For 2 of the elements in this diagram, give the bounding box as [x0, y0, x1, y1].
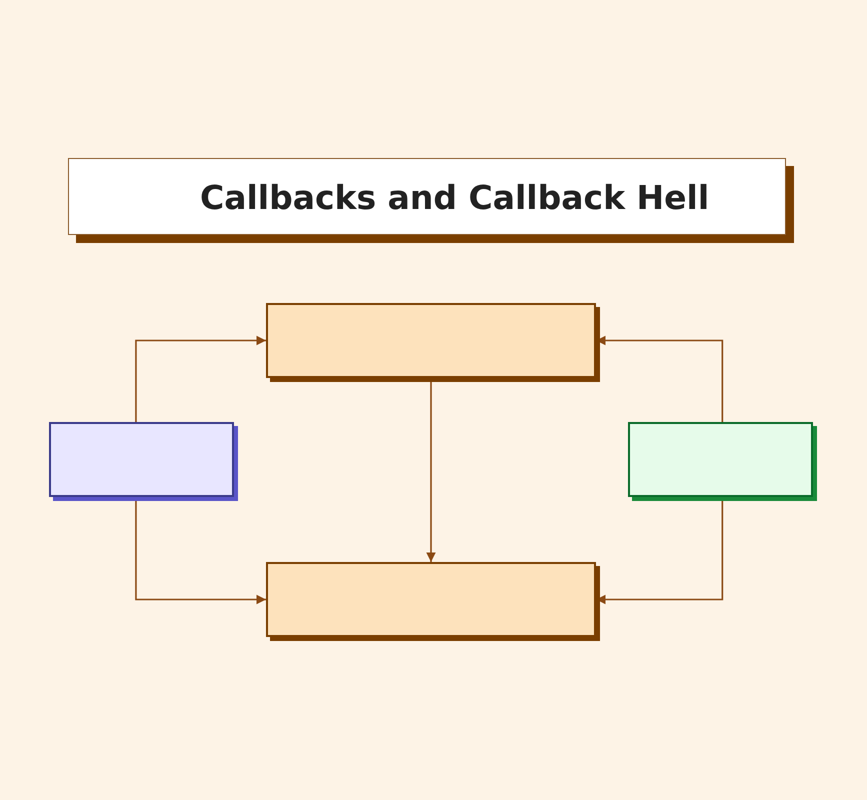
- arrow: [135, 336, 266, 422]
- title: Callbacks and Callback Hell: [200, 178, 710, 217]
